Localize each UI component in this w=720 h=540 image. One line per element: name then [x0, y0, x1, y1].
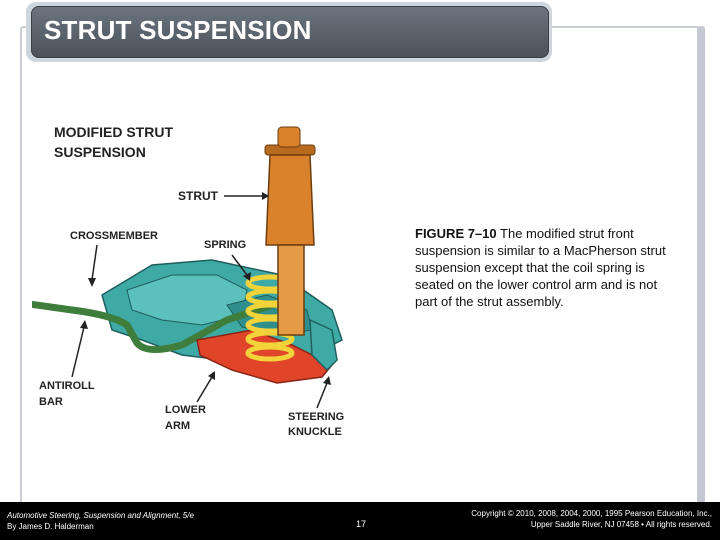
label-strut: STRUT: [178, 189, 269, 203]
title-bar: [31, 6, 549, 58]
steering-knuckle-label-line1: STEERING: [288, 411, 344, 423]
figure-caption: FIGURE 7–10 The modified strut front sus…: [415, 225, 673, 310]
label-steering-knuckle: STEERING KNUCKLE: [288, 376, 344, 438]
page-number: 17: [356, 519, 367, 529]
spring-label: SPRING: [204, 239, 246, 251]
copyright-line2: Upper Saddle River, NJ 07458 • All right…: [530, 520, 712, 529]
strut-shape: [264, 126, 316, 336]
slide-frame: [20, 26, 705, 504]
steering-knuckle-shape: [309, 318, 338, 372]
antiroll-label-line1: ANTIROLL: [39, 380, 95, 392]
crossmember-label: CROSSMEMBER: [70, 230, 158, 242]
footer-author: By James D. Halderman: [7, 522, 94, 531]
figure-heading-line2: SUSPENSION: [54, 144, 146, 160]
steering-knuckle-label-line2: KNUCKLE: [288, 426, 342, 438]
figure-heading-line1: MODIFIED STRUT: [54, 124, 173, 140]
footer-book-info: Automotive Steering, Suspension and Alig…: [7, 510, 194, 532]
lower-arm-label-line1: LOWER: [165, 404, 206, 416]
label-spring: SPRING: [204, 239, 251, 281]
lower-arm-label-line2: ARM: [165, 420, 190, 432]
antiroll-label-line2: BAR: [39, 396, 63, 408]
strut-label: STRUT: [178, 189, 219, 203]
copyright-line1: Copyright © 2010, 2008, 2004, 2000, 1995…: [471, 509, 712, 518]
label-crossmember: CROSSMEMBER: [70, 230, 158, 287]
suspension-figure: MODIFIED STRUT SUSPENSION STRUT CROSSMEM…: [32, 124, 344, 438]
figure-caption-text: The modified strut front suspension is s…: [415, 226, 666, 309]
slide-title: STRUT SUSPENSION: [44, 15, 312, 45]
antiroll-bar-shape: [32, 300, 276, 353]
figure-caption-id: FIGURE 7–10: [415, 226, 497, 241]
label-lower-arm: LOWER ARM: [165, 371, 215, 432]
label-antiroll: ANTIROLL BAR: [39, 320, 95, 408]
footer-copyright: Copyright © 2010, 2008, 2004, 2000, 1995…: [471, 508, 712, 530]
footer-bar: Automotive Steering, Suspension and Alig…: [0, 502, 720, 540]
footer-book-title: Automotive Steering, Suspension and Alig…: [7, 511, 194, 520]
